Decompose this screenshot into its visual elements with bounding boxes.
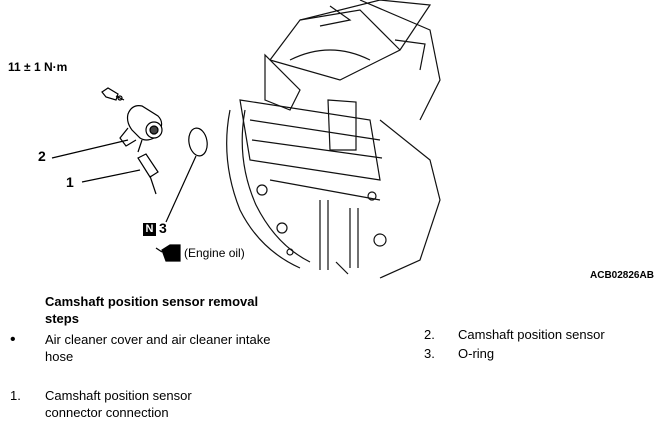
- step-number: 3.: [424, 346, 435, 361]
- leader-line-3: [165, 155, 197, 223]
- step-item-3: 3. O-ring: [424, 345, 664, 363]
- engine-oil-label: (Engine oil): [184, 246, 245, 260]
- step-text: O-ring: [458, 346, 495, 361]
- o-ring-part: [188, 127, 208, 157]
- callout-1: 1: [66, 174, 74, 190]
- step-item-air-cleaner: • Air cleaner cover and air cleaner inta…: [10, 331, 290, 367]
- step-item-2: 2. Camshaft position sensor: [424, 326, 664, 344]
- step-number: 2.: [424, 327, 435, 342]
- oil-can-icon: [155, 244, 181, 262]
- step-item-1: 1. Camshaft position sensor connector co…: [10, 387, 290, 423]
- step-text: Camshaft position sensor: [458, 327, 605, 342]
- steps-title: Camshaft position sensor removal steps: [45, 294, 259, 326]
- step-number: 1.: [10, 388, 21, 403]
- leader-line-1: [81, 169, 141, 183]
- camshaft-sensor-part: [119, 105, 163, 153]
- n-badge: N: [143, 223, 156, 236]
- bullet-icon: •: [10, 331, 16, 348]
- bolt-icon: [101, 87, 125, 101]
- leader-line-2: [51, 139, 129, 159]
- callout-2: 2: [38, 148, 46, 164]
- figure-id: ACB02826AB: [590, 270, 654, 281]
- engine-illustration: [51, 0, 441, 279]
- step-text: Air cleaner cover and air cleaner intake…: [45, 332, 271, 364]
- callout-3: 3: [159, 220, 167, 236]
- step-text: Camshaft position sensor connector conne…: [45, 388, 192, 420]
- connector-part: [137, 153, 159, 195]
- torque-spec: 11 ± 1 N·m: [8, 60, 68, 74]
- engine-head-lines: [226, 0, 441, 279]
